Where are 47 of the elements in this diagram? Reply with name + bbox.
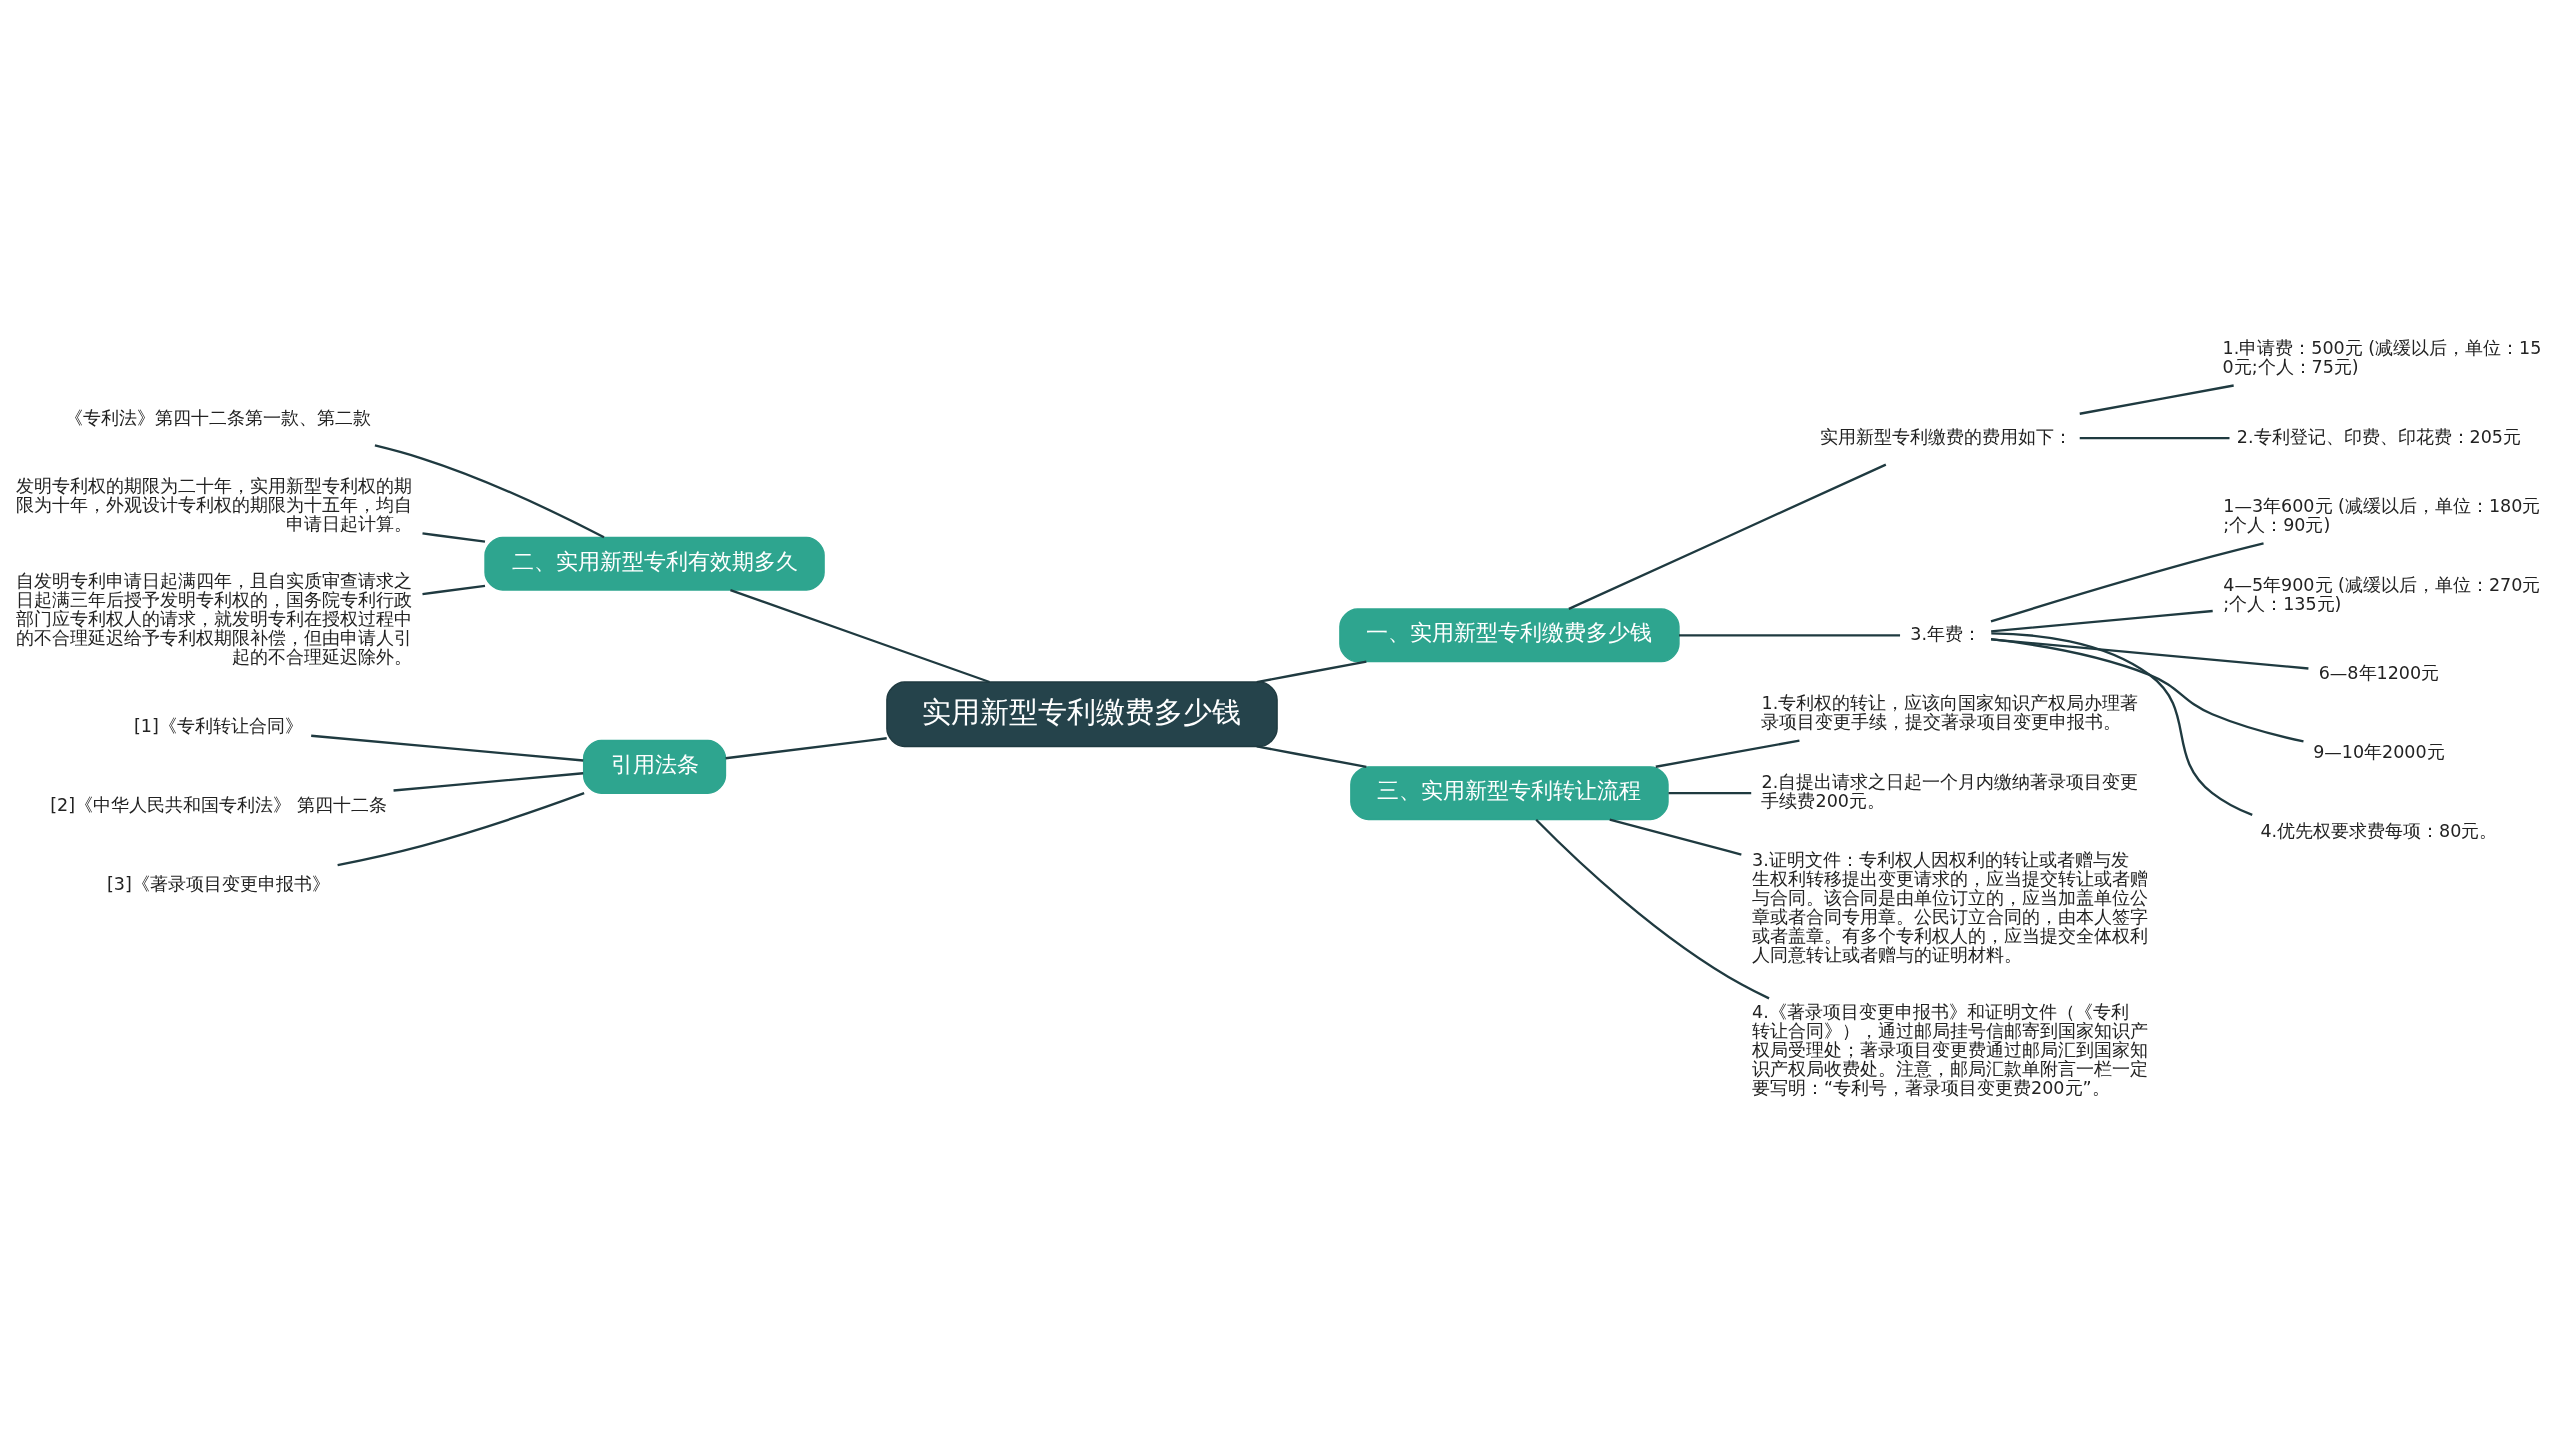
node-box: 实用新型专利缴费多少钱 <box>886 680 1278 747</box>
node-text: 2.自提出请求之日起一个月内缴纳著录项目变更手续费200元。 <box>1761 771 2139 811</box>
node-box: 三、实用新型专利转让流程 <box>1350 765 1669 820</box>
connector <box>311 734 584 762</box>
node-text: 自发明专利申请日起满四年，且自实质审查请求之日起满三年后授予发明专利权的，国务院专利行政部门应专利权人的请求，就发明专利在授权过程中的不合理延迟给予专利权期限补偿，但由申请人引起的不合理延迟除外。 <box>15 570 412 667</box>
connector <box>1991 609 2213 632</box>
connector <box>1256 744 1367 768</box>
node-text: 1—3年600元 (减缓以后，单位：180元;个人：90元) <box>2223 495 2541 535</box>
connector <box>2079 383 2234 415</box>
connector <box>1535 818 1770 999</box>
connector <box>730 588 990 683</box>
node-text: 2.专利登记、印费、印花费：205元 <box>2236 426 2521 447</box>
connector <box>422 584 486 595</box>
connector <box>1668 791 1752 794</box>
node-text: [2]《中华人民共和国专利法》 第四十二条 <box>50 794 387 815</box>
connector <box>1655 738 1800 768</box>
connector <box>1609 817 1742 856</box>
node-text: [1]《专利转让合同》 <box>133 715 303 736</box>
connector <box>393 771 584 792</box>
node-text: 6—8年1200元 <box>2318 662 2440 683</box>
node-text: 实用新型专利缴费的费用如下： <box>1819 426 2072 447</box>
connector <box>1568 463 1887 610</box>
node-text: 《专利法》第四十二条第一款、第二款 <box>65 407 372 428</box>
node-text: 发明专利权的期限为二十年，实用新型专利权的期限为十年，外观设计专利权的期限为十五年，均自申请日起计算。 <box>15 475 412 534</box>
connector <box>1679 633 1901 636</box>
node-text: 3.证明文件：专利权人因权利的转让或者赠与发生权利转移提出变更请求的，应当提交转让或者赠与合同。该合同是由单位订立的，应当加盖单位公章或者合同专用章。公民订立合同的，由本人签字或者盖章。有多个专利权人的，应当提交全体权利人同意转让或者赠与的证明材料。 <box>1752 849 2149 965</box>
node-text: [3]《著录项目变更申报书》 <box>106 873 330 894</box>
node-box: 二、实用新型专利有效期多久 <box>484 536 825 591</box>
node-text: 3.年费： <box>1910 623 1981 644</box>
connector <box>2079 436 2230 439</box>
node-text: 4.《著录项目变更申报书》和证明文件（《专利转让合同》），通过邮局挂号信邮寄到国家知识产权局受理处；著录项目变更费通过邮局汇到国家知识产权局收费处。注意，邮局汇款单附言一栏一定要写明：“专利号，著录项目变更费200元”。 <box>1752 1001 2149 1098</box>
node-text: 1.申请费：500元 (减缓以后，单位：150元;个人：75元) <box>2222 337 2542 377</box>
connector <box>374 443 605 538</box>
connector <box>1991 637 2309 670</box>
node-box: 引用法条 <box>582 739 727 794</box>
node-text: 9—10年2000元 <box>2313 741 2445 762</box>
connector <box>337 791 585 866</box>
connector <box>1990 541 2264 623</box>
connector <box>725 736 887 759</box>
node-text: 4—5年900元 (减缓以后，单位：270元;个人：135元) <box>2223 574 2541 614</box>
node-box: 一、实用新型专利缴费多少钱 <box>1339 607 1680 662</box>
node-text: 1.专利权的转让，应该向国家知识产权局办理著录项目变更手续，提交著录项目变更申报书。 <box>1761 692 2139 732</box>
node-text: 4.优先权要求费每项：80元。 <box>2260 820 2498 841</box>
connector <box>422 531 486 543</box>
connector <box>1991 631 2253 816</box>
connector <box>1256 660 1367 683</box>
connector <box>1990 637 2304 743</box>
